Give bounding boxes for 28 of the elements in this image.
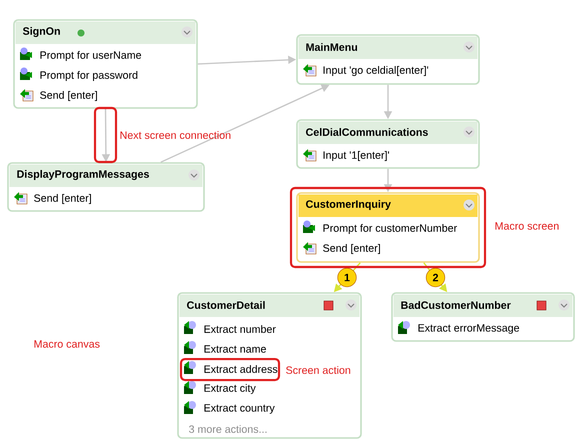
callout-label: Next screen connection <box>120 131 230 139</box>
action-text: Send [enter] <box>40 91 97 101</box>
screen-title: CelDialCommunications <box>306 128 428 136</box>
screen-title: SignOn <box>22 27 60 37</box>
action-text: Prompt for userName <box>40 51 142 61</box>
action-text: Extract name <box>204 345 266 353</box>
more-actions-text: 3 more actions... <box>189 425 266 433</box>
screen-title: BadCustomerNumber <box>401 301 511 309</box>
screen-title: CustomerDetail <box>187 301 265 309</box>
action-text: Extract errorMessage <box>418 324 520 334</box>
action-text: Input 'go celdial[enter]' <box>324 66 428 76</box>
action-text: Send [enter] <box>34 194 91 204</box>
step-number: 2 <box>426 268 446 288</box>
action-text: Extract city <box>204 384 256 394</box>
action-text: Prompt for customerNumber <box>323 224 457 234</box>
action-text: Extract address <box>204 365 278 373</box>
screen-title: MainMenu <box>306 43 358 51</box>
action-text: Extract country <box>204 404 275 414</box>
callout-label: Screen action <box>286 366 350 374</box>
action-text: Prompt for password <box>40 71 138 81</box>
callout-label: Macro screen <box>495 222 559 230</box>
screen-title: CustomerInquiry <box>306 200 391 210</box>
action-text: Send [enter] <box>323 244 380 254</box>
step-number: 1 <box>337 268 357 288</box>
action-text: Input '1[enter]' <box>324 151 389 161</box>
action-text: Extract number <box>204 325 276 333</box>
screen-title: DisplayProgramMessages <box>17 170 149 180</box>
callout-label: Macro canvas <box>34 340 100 348</box>
